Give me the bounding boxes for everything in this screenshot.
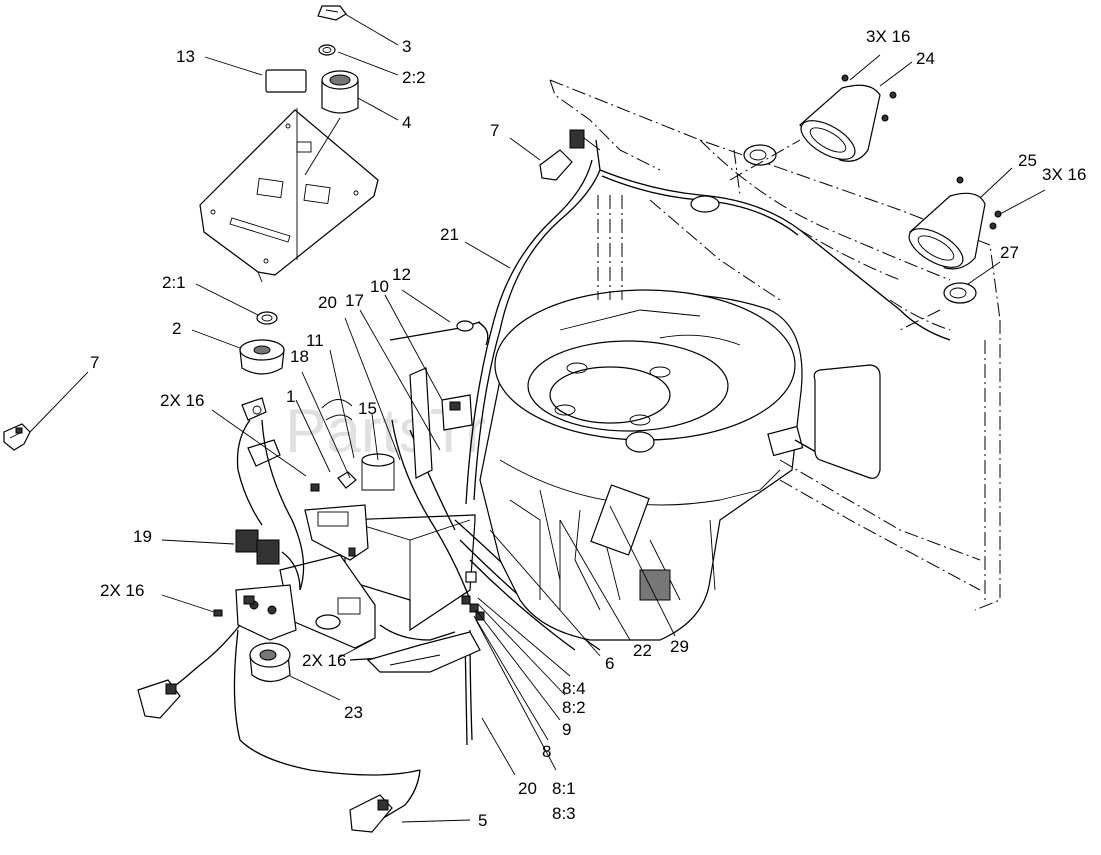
part-23-pto-switch <box>249 642 291 683</box>
dash-panel <box>199 109 379 283</box>
part-2-knob <box>239 339 285 375</box>
callout-8-3: 8:3 <box>552 804 576 823</box>
solenoid-block <box>235 584 297 641</box>
callout-3x16-right: 3X 16 <box>1042 165 1086 184</box>
part-18-clip <box>337 471 357 489</box>
callout-3x16-top: 3X 16 <box>866 27 910 46</box>
part-25-headlight <box>908 176 1002 270</box>
callout-2: 2 <box>172 319 181 338</box>
callout-23: 23 <box>344 703 363 722</box>
part-10-bracket <box>409 367 473 479</box>
callout-7-left: 7 <box>90 353 99 372</box>
harness-21 <box>465 139 951 505</box>
callout-8-2: 8:2 <box>562 698 586 717</box>
callout-17: 17 <box>345 291 364 310</box>
callout-4: 4 <box>402 113 411 132</box>
ground-plate <box>366 631 481 673</box>
dash-light-lines <box>729 139 941 331</box>
callout-22: 22 <box>633 641 652 660</box>
callout-20-bottom: 20 <box>518 779 537 798</box>
part-2-1-nut <box>256 311 278 325</box>
callout-7-top: 7 <box>490 121 499 140</box>
callout-15: 15 <box>358 399 377 418</box>
part-7-connector-top <box>539 129 601 181</box>
part-7-connector-left <box>3 423 31 451</box>
callout-labels: 13 3 2:2 4 2:1 2 7 2X 16 1 18 11 20 17 1… <box>90 27 1086 830</box>
callout-2x16-b: 2X 16 <box>100 581 144 600</box>
callout-20-top: 20 <box>318 293 337 312</box>
callout-11: 11 <box>306 331 324 350</box>
part-24-headlight <box>799 74 897 162</box>
callout-1: 1 <box>286 387 295 406</box>
part-6-connector-bottom <box>349 794 393 833</box>
firewall-panel <box>549 79 1001 611</box>
callout-5: 6 <box>605 654 614 673</box>
part-3-key <box>317 5 347 21</box>
part-13-decal <box>265 69 307 93</box>
callout-21: 21 <box>440 225 459 244</box>
callout-24: 24 <box>916 49 935 68</box>
part-4-ignition-switch <box>321 70 359 114</box>
callout-8-4: 8:4 <box>562 679 586 698</box>
connector-lower-left <box>137 679 181 719</box>
part-5-harness-top <box>241 397 267 421</box>
harness-plug-upper <box>247 439 281 467</box>
part-12-cable <box>389 320 489 346</box>
callout-29: 29 <box>670 637 689 656</box>
battery-bracket <box>304 504 369 561</box>
callout-6: 5 <box>478 811 487 830</box>
callout-2-1: 2:1 <box>162 273 186 292</box>
callout-2-2: 2:2 <box>402 68 426 87</box>
callout-2x16-a: 2X 16 <box>160 391 204 410</box>
callout-10: 10 <box>370 277 389 296</box>
callout-19: 19 <box>133 527 152 546</box>
callout-13: 13 <box>176 47 195 66</box>
axis-line-2 <box>304 117 341 176</box>
part-19-relays <box>235 529 280 565</box>
harness-clip <box>690 195 720 213</box>
socket-24 <box>743 144 777 166</box>
fuse-holders <box>461 571 485 621</box>
callout-8: 8 <box>542 742 551 761</box>
callout-8-1: 8:1 <box>552 779 576 798</box>
callout-2x16-c: 2X 16 <box>302 651 346 670</box>
callout-3: 3 <box>402 37 411 56</box>
leader-lines <box>29 13 1046 823</box>
callout-12: 12 <box>392 265 411 284</box>
part-2-2-nut <box>318 44 336 56</box>
engine <box>479 289 831 641</box>
part-11-clamp <box>321 399 353 421</box>
part-27-socket <box>943 282 977 304</box>
callout-18: 18 <box>290 347 309 366</box>
bolt-16-left <box>213 483 320 617</box>
callout-27: 27 <box>1000 243 1019 262</box>
callout-9: 9 <box>562 720 571 739</box>
dash-lines-vertical <box>597 149 741 300</box>
callout-25: 25 <box>1018 151 1037 170</box>
